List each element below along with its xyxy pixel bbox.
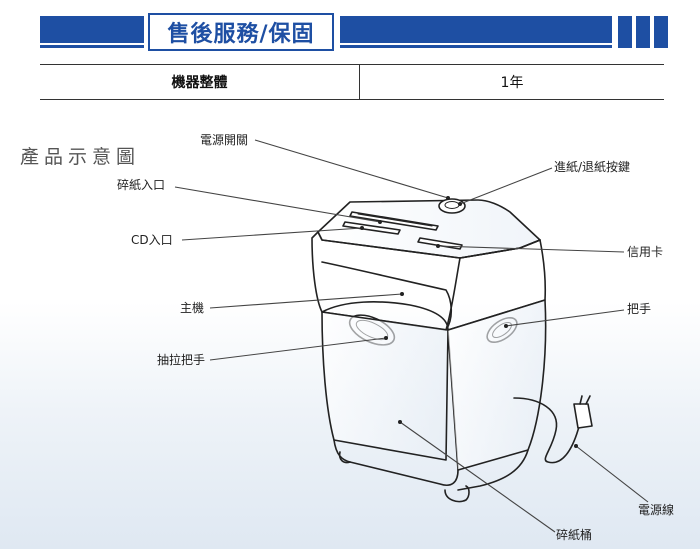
- label-cd-inlet: CD入口: [131, 233, 173, 247]
- leader-power-cord: [575, 445, 649, 503]
- label-pull-handle: 抽拉把手: [157, 353, 206, 367]
- header-bar-left: [40, 16, 144, 43]
- section-header-banner: 售後服務/保固: [40, 13, 668, 51]
- warranty-period-cell: 1年: [500, 75, 524, 91]
- label-waste-bin: 碎紙桶: [556, 528, 593, 542]
- power-switch: [438, 198, 466, 214]
- exclamation-mark-3: [654, 16, 668, 48]
- leader-handle: [505, 309, 625, 327]
- leader-power-switch: [254, 139, 449, 199]
- leader-main-unit: [209, 293, 403, 309]
- label-power-switch: 電源開關: [200, 133, 249, 147]
- rear-wheel: [338, 451, 351, 464]
- leader-credit-card: [437, 245, 625, 253]
- head-curve: [321, 301, 449, 331]
- warranty-table: 機器整體 1年: [40, 64, 664, 100]
- diagram-title: 產品示意圖: [20, 146, 141, 168]
- front-wheel: [444, 485, 470, 503]
- exclamation-mark-1: [618, 16, 632, 48]
- leader-pull-handle: [209, 337, 387, 361]
- leader-paper-inlet: [174, 186, 381, 223]
- power-plug: [573, 403, 593, 429]
- exclamation-mark-2: [636, 16, 650, 48]
- leader-forward-button: [459, 167, 553, 205]
- label-forward-reverse-button: 進紙/退紙按鍵: [554, 160, 631, 174]
- label-paper-inlet: 碎紙入口: [117, 178, 166, 192]
- label-main-unit: 主機: [180, 301, 205, 315]
- header-bar-right: [340, 16, 612, 43]
- warranty-item-cell: 機器整體: [40, 65, 360, 99]
- cd-slot: [342, 221, 401, 235]
- label-handle: 把手: [627, 302, 652, 316]
- leader-cd-inlet: [181, 227, 363, 241]
- section-title: 售後服務/保固: [148, 13, 334, 51]
- waste-bin-body: [321, 311, 449, 461]
- label-power-cord: 電源線: [638, 503, 675, 517]
- header-bar-right-thin: [340, 45, 612, 48]
- power-cord: [513, 397, 583, 464]
- leader-waste-bin: [399, 421, 556, 533]
- label-credit-card: 信用卡: [627, 245, 664, 259]
- header-bar-left-thin: [40, 45, 144, 48]
